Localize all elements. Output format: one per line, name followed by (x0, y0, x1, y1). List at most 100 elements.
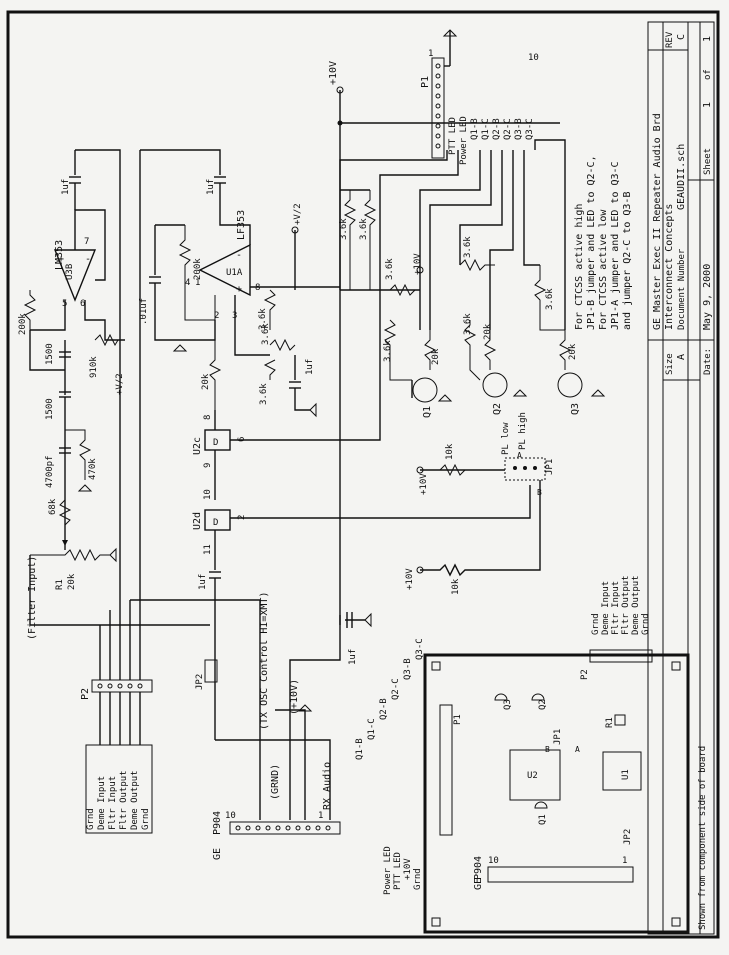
p1-pin-label: Q2-C (503, 118, 513, 140)
res-value: 20k (67, 573, 77, 590)
cap-value: 4700pf (45, 455, 55, 488)
net-label-filter-input: (Filter Input) (27, 556, 38, 640)
jumper-jp2: JP2 (195, 659, 331, 820)
net-label-10v: +10V (328, 61, 339, 85)
plus10v-rail: +10V (328, 61, 560, 580)
res-value: 1500 (45, 398, 55, 420)
p904-net-label: (GRND) (270, 764, 281, 800)
switch-u2d: D U2d 10 11 2 1uf (192, 485, 531, 740)
lm353-label: LM353 (54, 240, 65, 270)
switch-u2c: D U2c 8 9 6 (192, 290, 381, 500)
p1-connector: P1 1 10 (420, 29, 539, 159)
p904-label: P904 (212, 811, 223, 835)
u2d-label: U2d (192, 512, 203, 530)
res-value: 1500 (45, 343, 55, 365)
res-value: 3.6k (463, 236, 473, 258)
pin-number: 4 (185, 278, 190, 288)
note-line: JP1-A jumper and LED to Q3-C (610, 161, 621, 330)
board-u2-label: U2 (527, 771, 538, 781)
board-p1-pin-label: Q3-C (415, 638, 425, 660)
p2-pin-label: Grnd (141, 808, 151, 830)
jumper-a-label: A (517, 451, 522, 460)
p904-net-label: (+10V) (289, 679, 300, 715)
board-p904-pin-1: 1 (622, 856, 627, 866)
pin-number: 9 (203, 463, 213, 468)
jp2-label: JP2 (195, 674, 205, 690)
p1-label: P1 (420, 76, 431, 88)
cap-value: 1uf (348, 649, 358, 665)
res-value: 20k (431, 348, 441, 365)
res-value: 20k (201, 373, 211, 390)
svg-text:D: D (213, 518, 218, 528)
pin-number: 1 (195, 278, 200, 288)
size-value: A (676, 354, 687, 360)
pin-number: 8 (203, 415, 213, 420)
sheet-value: 1 (702, 102, 713, 108)
board-p1-label: P1 (453, 714, 463, 725)
p1-pin-label: Q1-C (481, 118, 491, 140)
pl-high-label: PL high (518, 412, 528, 450)
res-value: 20k (568, 343, 578, 360)
board-caption: Shown from component side of board (698, 746, 708, 930)
q2-label: Q2 (492, 403, 503, 415)
date-value: May 9, 2000 (702, 264, 713, 330)
u1a-network: 1uf 200k .01uf 3.6k 3.6k 1uf 3.6k +V/2 2… (139, 149, 340, 418)
p904-nets: (TX OSC Control HI=XMT) (+10V) (GRND) RX… (130, 580, 372, 820)
p904-net-label: RX Audio (322, 762, 333, 810)
p2-pin-label: Fltr Input (108, 776, 118, 830)
ground-symbol (172, 344, 188, 352)
p1-nets (339, 139, 566, 330)
p1-pin-label: PTT LED (448, 117, 458, 155)
ground-symbol (590, 389, 606, 397)
rev-label: REV (665, 31, 675, 48)
jp1-label: JP1 (545, 459, 555, 475)
board-p2-label: P2 (580, 669, 590, 680)
q3-label: Q3 (570, 403, 581, 415)
board-r1-label: R1 (605, 717, 615, 728)
p2-pin-label: Fltr Output (119, 770, 129, 830)
board-a-label: A (575, 745, 580, 754)
res-value: 3.6k (258, 308, 268, 330)
p1-pin-label: Q3-C (525, 118, 535, 140)
board-p2-labels: Grnd Deme Input Fltr Input Fltr Output D… (591, 575, 651, 635)
ground-symbol (437, 394, 453, 402)
ground-symbol (77, 484, 93, 492)
board-p1-pin-label: Q3-B (403, 658, 413, 680)
res-value: 200k (193, 258, 203, 280)
board-ge-label: GE (473, 878, 484, 890)
ge-label: GE (212, 848, 223, 860)
filter-network-left: 200k 1500 910k +V/2 1500 4700pf 470k 68k (18, 290, 125, 540)
res-value: 3.6k (259, 383, 269, 405)
board-p1-pin-label: Q2-B (379, 698, 389, 720)
res-value: 68k (48, 498, 58, 515)
board-p1-pin-label: Q2-C (391, 678, 401, 700)
net-label-10v: +10V (405, 568, 415, 590)
lower-10v-resistor: +10V 10k (405, 480, 541, 595)
ground-symbol (109, 547, 117, 563)
ground-symbol (297, 704, 313, 712)
title-block-title: GE Master Exec II Repeater Audio Brd (652, 113, 663, 330)
board-jp2-label: JP2 (623, 829, 633, 845)
res-value: 10k (445, 443, 455, 460)
pin-number: 11 (203, 544, 213, 555)
board-p1-pin-label: Q1-C (367, 718, 377, 740)
pin-number: 6 (237, 437, 247, 442)
svg-text:-: - (236, 250, 242, 261)
rev-value: C (676, 34, 687, 40)
res-value: 3.6k (359, 218, 369, 240)
docnum-value: GEAUDII.sch (676, 144, 687, 210)
board-jp1-label: JP1 (553, 729, 563, 745)
note-line: JP1-B jumper and LED to Q2-C, (586, 155, 597, 330)
p904-net-label: (TX OSC Control HI=XMT) (259, 592, 270, 730)
svg-text:-: - (85, 254, 91, 265)
board-u1-label: U1 (621, 769, 631, 780)
svg-text:D: D (213, 438, 218, 448)
p1-pin-labels: PTT LED Power LED Q1-B Q1-C Q2-B Q2-C Q3… (448, 116, 535, 165)
note-line: and jumper Q2-C to Q3-B (622, 192, 633, 330)
pin-number: 2 (214, 311, 219, 321)
p904-pin-10: 10 (225, 811, 236, 821)
res-value: 3.6k (385, 258, 395, 280)
board-q1-label: Q1 (538, 814, 548, 825)
p2-connector: P2 Grnd Deme Input Fltr Input Fltr Outpu… (80, 150, 153, 834)
